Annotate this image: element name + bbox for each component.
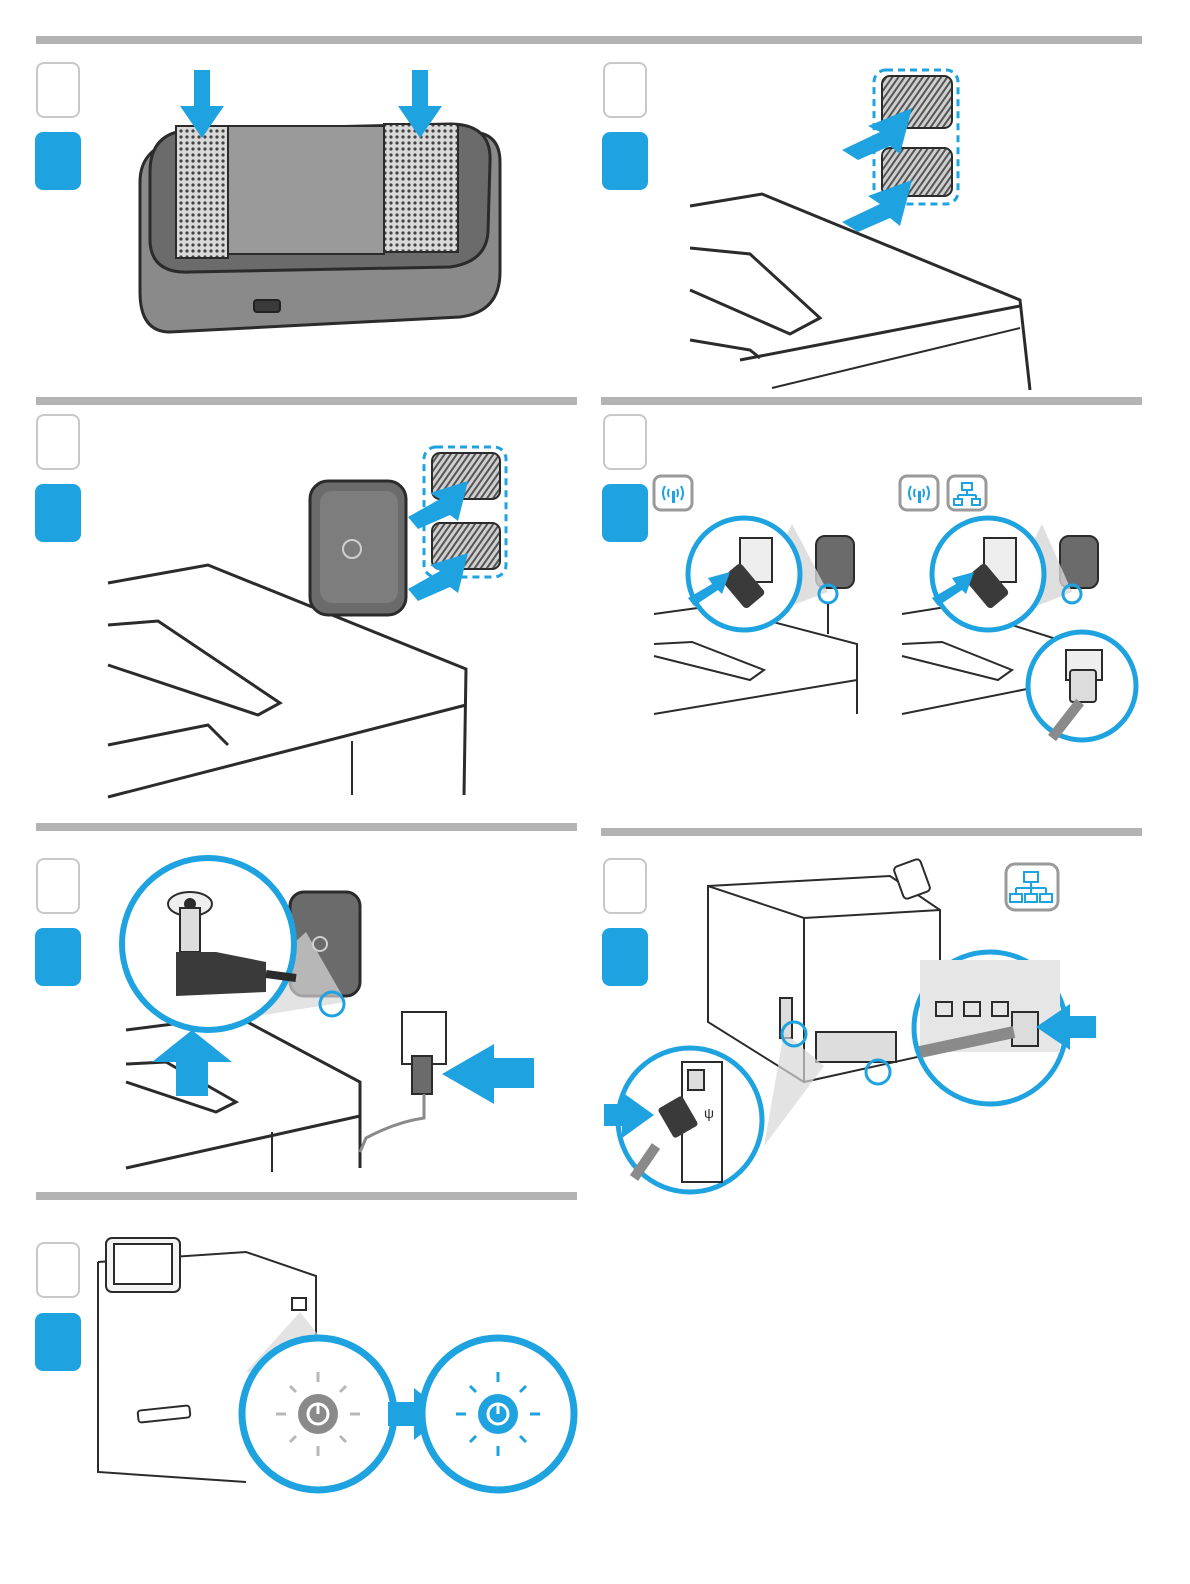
hp-device: [310, 481, 406, 615]
usb-callout-left: [688, 518, 800, 630]
step-number-box-2: [603, 62, 647, 118]
divider-row2-left: [36, 397, 577, 405]
usb-callout-right: [932, 518, 1044, 630]
router: [816, 1032, 896, 1062]
arrow-icon-lower: [842, 180, 912, 232]
power-button-off-callout: [242, 1338, 394, 1490]
panel-4-illustration: [652, 474, 1142, 744]
step-tab-2: [602, 132, 648, 190]
printer-top: [126, 1016, 360, 1172]
panel-5-illustration: [96, 852, 540, 1172]
step-number-box-5: [36, 858, 80, 914]
divider-row3-right: [601, 828, 1142, 836]
panel-7-illustration: [96, 1232, 576, 1572]
wireless-icon-2: [900, 476, 938, 510]
printer-top: [108, 565, 466, 797]
left-arrow-icon: [442, 1044, 534, 1104]
network-callout: [1028, 632, 1136, 740]
step-number-box-1: [36, 62, 80, 118]
wireless-icon: [654, 476, 692, 510]
panel-2-illustration: [690, 68, 1040, 393]
divider-row2-right: [601, 397, 1142, 405]
panel-6-illustration: ψ: [604, 856, 1098, 1190]
divider-top: [36, 36, 1142, 44]
step-tab-4: [602, 484, 648, 542]
divider-row3-left: [36, 823, 577, 831]
panel-3-illustration: [108, 445, 518, 800]
network-icon: [1006, 864, 1058, 910]
step-number-box-3: [36, 414, 80, 470]
step-tab-1: [35, 132, 81, 190]
step-number-box-7: [36, 1242, 80, 1298]
panel-1-illustration: [130, 62, 510, 342]
device-base: [140, 124, 500, 332]
power-plug-callout: [122, 858, 296, 1030]
wall-outlet: [360, 1012, 446, 1152]
usb-icon: ψ: [704, 1105, 714, 1121]
network-icon: [948, 476, 986, 510]
step-tab-7: [35, 1313, 81, 1371]
step-number-box-4: [603, 414, 647, 470]
power-button-on-callout: [422, 1338, 574, 1490]
divider-row4-left: [36, 1192, 577, 1200]
step-tab-3: [35, 484, 81, 542]
step-tab-5: [35, 928, 81, 986]
